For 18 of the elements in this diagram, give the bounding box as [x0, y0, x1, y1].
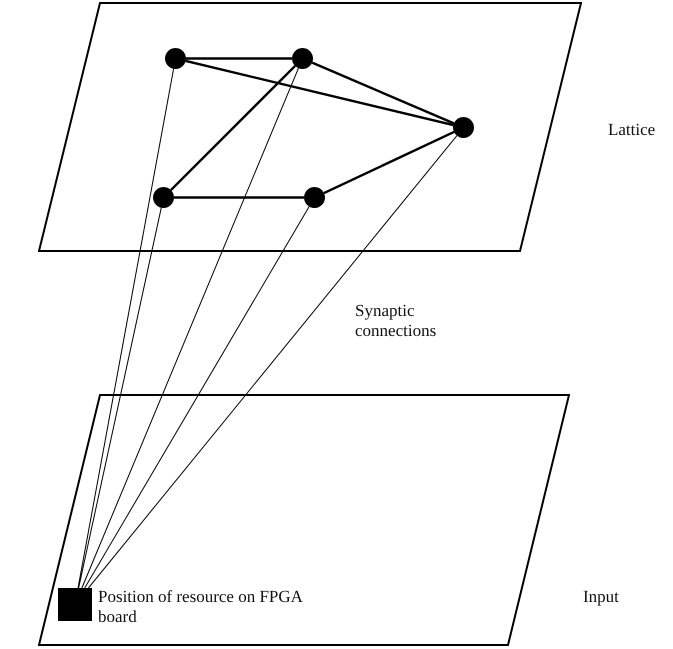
lattice-link	[174, 196, 304, 199]
node-caption: Lattice	[608, 120, 656, 140]
lattice-link	[324, 130, 454, 194]
connection-line	[88, 135, 458, 588]
connection-line	[78, 68, 174, 588]
connection-line	[78, 207, 162, 588]
lattice-link	[186, 57, 292, 60]
lattice-link	[185, 60, 454, 126]
connection-line	[81, 68, 299, 588]
node-caption: Position of resource on FPGA board	[98, 587, 304, 627]
lattice-link	[312, 62, 454, 124]
lattice-link	[170, 65, 296, 191]
connection-line	[84, 206, 310, 588]
plane-parallelogram	[38, 2, 582, 252]
annotation-label: Synaptic connections	[355, 301, 438, 341]
plane-parallelogram	[38, 394, 570, 646]
node-caption: Input	[583, 587, 620, 607]
resource-square	[58, 588, 92, 621]
